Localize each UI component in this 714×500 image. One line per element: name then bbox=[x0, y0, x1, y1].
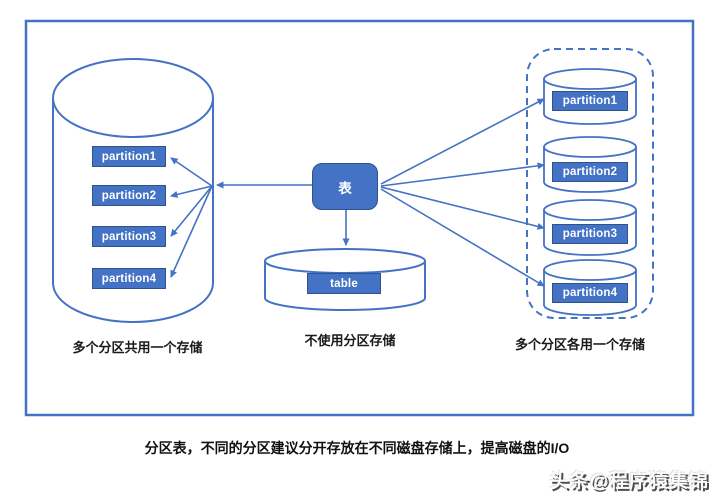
arrow-to-right-partition4 bbox=[380, 188, 545, 287]
right-group-caption: 多个分区各用一个存储 bbox=[514, 337, 645, 352]
center-group-caption: 不使用分区存储 bbox=[304, 333, 396, 348]
right-group-dashed-border bbox=[526, 48, 654, 319]
left-partition3-box: partition3 bbox=[92, 226, 166, 247]
center-cylinder-top bbox=[264, 248, 426, 274]
right-partition4-box: partition4 bbox=[552, 283, 628, 303]
arrow-to-left-partition2 bbox=[170, 185, 213, 198]
arrow-to-left-partition4 bbox=[170, 185, 213, 278]
right-cylinder-1-top bbox=[543, 68, 637, 90]
table-node: 表 bbox=[312, 163, 378, 210]
right-partition2-box: partition2 bbox=[552, 162, 628, 182]
arrow-to-right-partition2 bbox=[380, 162, 545, 187]
right-cylinder-4-top bbox=[543, 259, 637, 281]
left-cylinder-top bbox=[52, 58, 214, 138]
left-group-caption: 多个分区共用一个存储 bbox=[72, 340, 203, 355]
left-partition1-box: partition1 bbox=[92, 146, 166, 167]
watermark: 头条@程序猿集锦 bbox=[549, 471, 709, 492]
arrow-to-left-partition1 bbox=[170, 157, 213, 187]
outer-frame-border bbox=[24, 19, 695, 417]
right-cylinder-3-top bbox=[543, 199, 637, 221]
right-partition3-box: partition3 bbox=[552, 224, 628, 244]
right-partition1-box: partition1 bbox=[552, 91, 628, 111]
left-partition4-box: partition4 bbox=[92, 268, 166, 289]
arrow-to-right-partition1 bbox=[380, 98, 545, 185]
connector-arrows bbox=[170, 98, 545, 287]
left-partition2-box: partition2 bbox=[92, 185, 166, 206]
table-storage-box: table bbox=[307, 273, 381, 294]
footer-caption: 分区表，不同的分区建议分开存放在不同磁盘存储上，提高磁盘的I/O bbox=[144, 440, 570, 456]
arrow-to-right-partition3 bbox=[380, 186, 545, 230]
arrow-to-left-partition3 bbox=[170, 185, 213, 237]
right-cylinder-2-top bbox=[543, 136, 637, 158]
